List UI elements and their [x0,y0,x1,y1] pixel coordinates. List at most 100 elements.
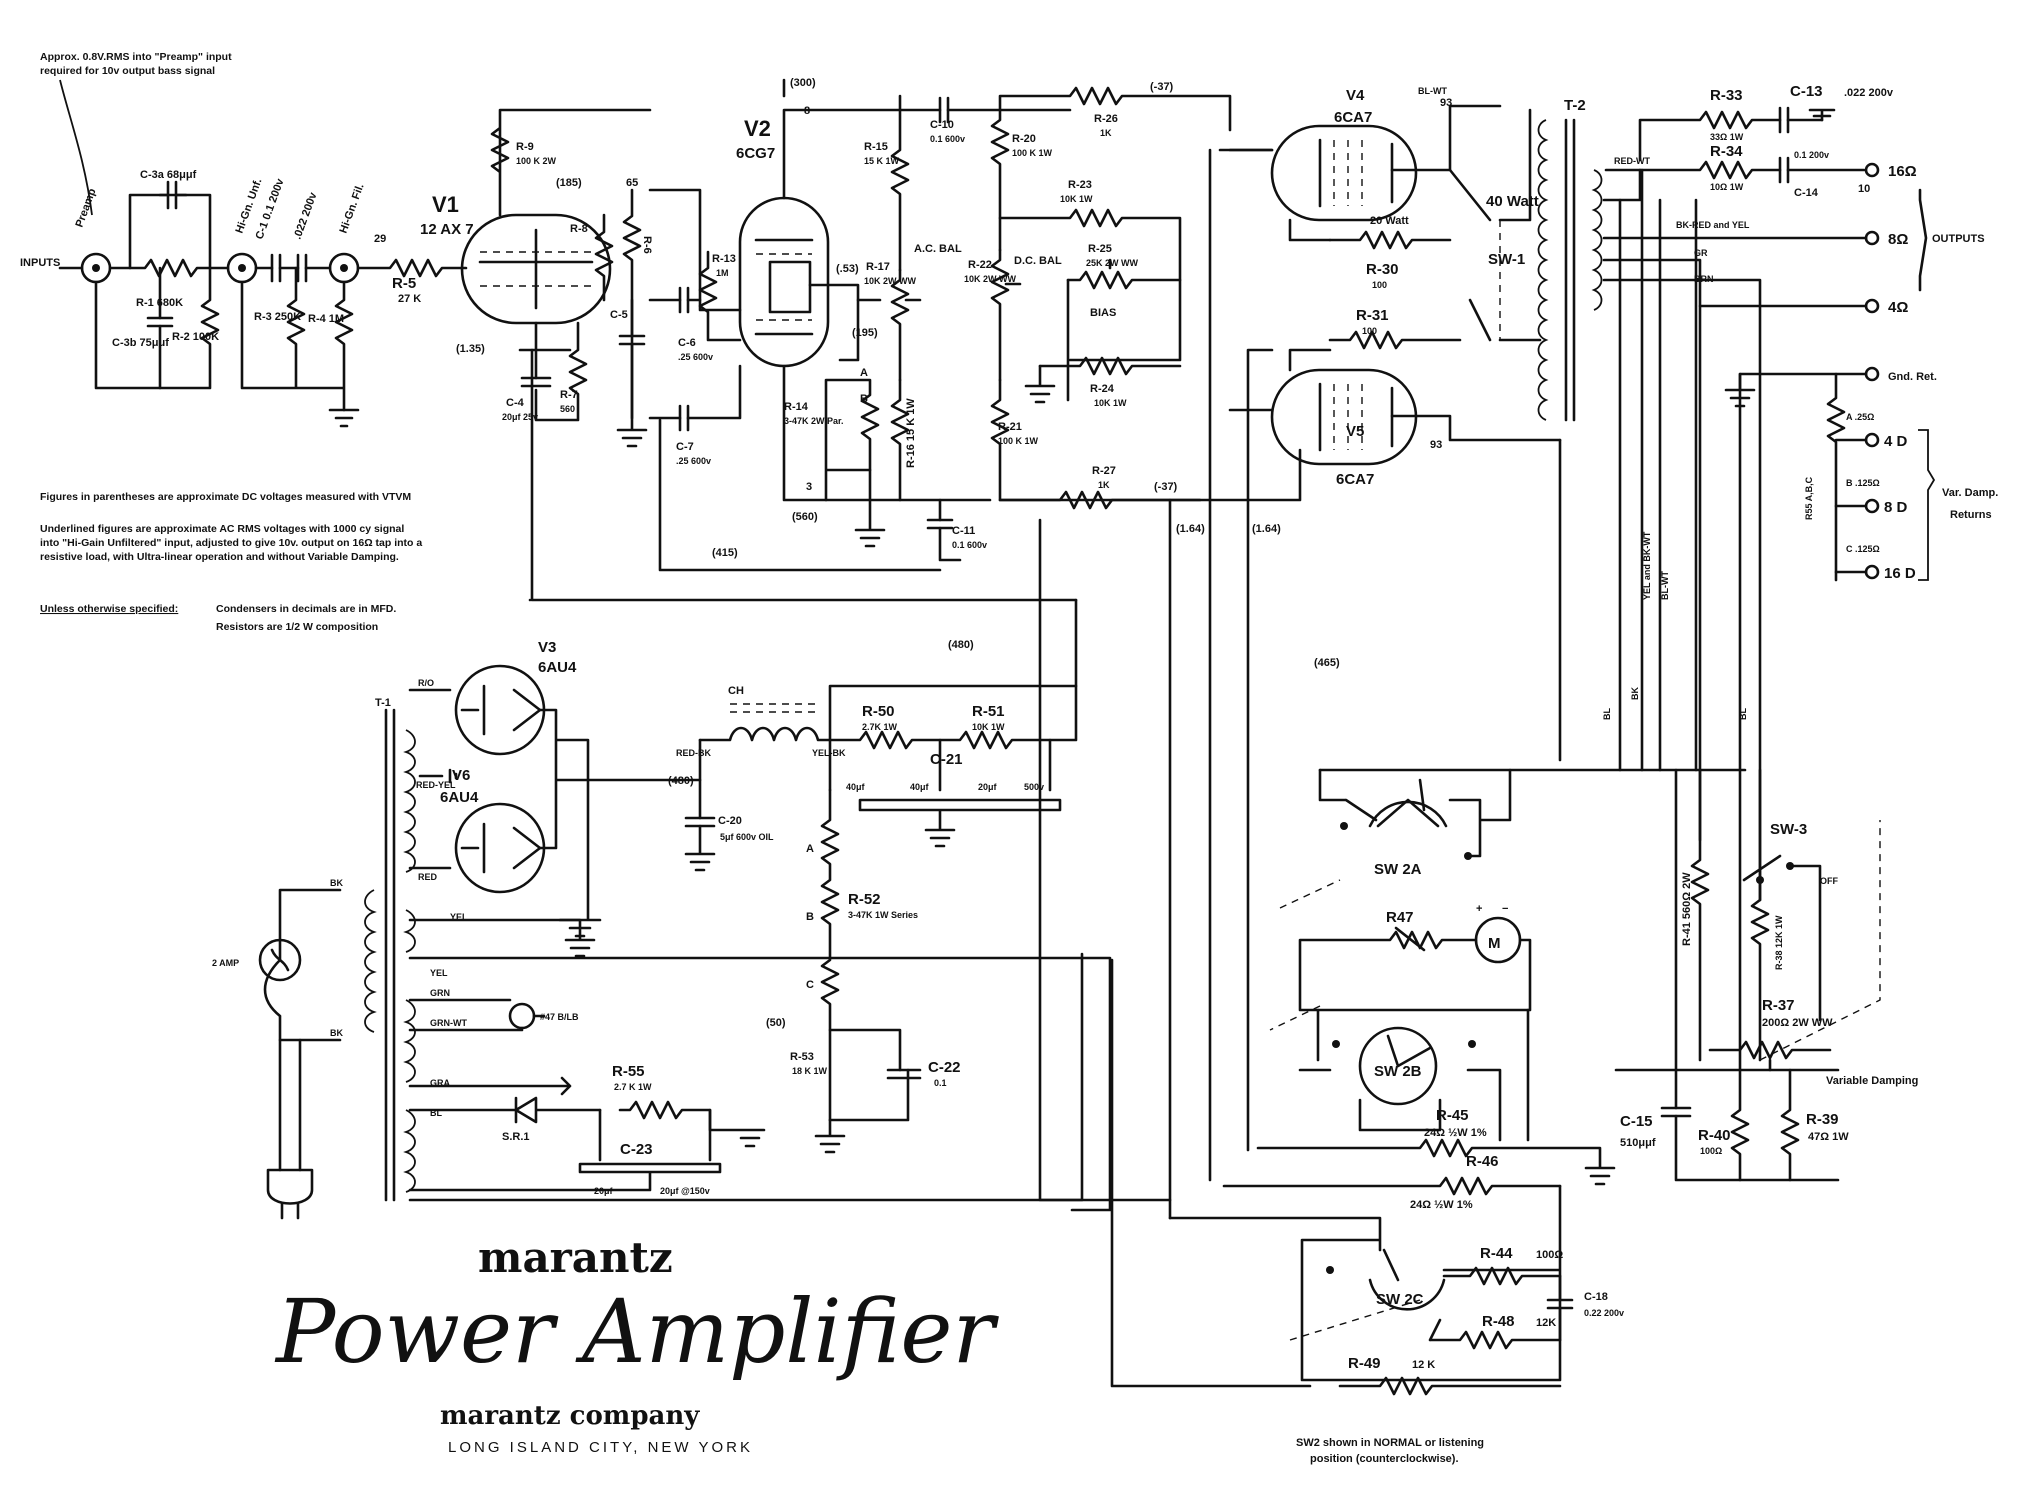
c6-label: C-6 [678,337,696,349]
r15-value: 15 K 1W [864,156,900,166]
r44-value: 100Ω [1536,1249,1563,1261]
r45-value: 24Ω ½W 1% [1424,1127,1487,1139]
r30-label: R-30 [1366,261,1399,278]
v5-type: 6CA7 [1336,471,1374,488]
c11-label: C-11 [952,525,975,537]
sw2b-switch [1358,1026,1438,1106]
voltage-560: (560) [792,511,818,523]
sw2a-label: SW 2A [1374,861,1422,878]
r50-label: R-50 [862,703,895,720]
voltage-53: (.53) [836,263,859,275]
r13-value: 1M [716,268,729,278]
c20-label: C-20 [718,815,742,827]
c11-value: 0.1 600v [952,540,987,550]
c6-value: .25 600v [678,352,713,362]
voltage-65: 65 [626,177,638,189]
voltage-neg-37: (-37) [1154,481,1178,493]
c14-value: 0.1 200v [1794,150,1829,160]
c15-value: 510μμf [1620,1137,1656,1149]
meter-circle [1474,916,1522,964]
r40-label: R-40 [1698,1127,1731,1144]
voltage-195: (195) [852,327,878,339]
r7-value: 560 [560,404,575,414]
var-damp-returns-2: Returns [1950,509,1992,521]
wire-bk-2: BK [330,878,343,888]
r51-label: R-51 [972,703,1005,720]
output-stage: V4 6CA7 V5 6CA7 R-30 100 20 Watt R-31 10… [1228,83,1998,1072]
wire-gra: GRA [430,1078,451,1088]
voltage-10: 10 [1858,183,1870,195]
v4-type: 6CA7 [1334,109,1372,126]
output-4-terminal [1864,298,1880,314]
voltage-465: (465) [1314,657,1340,669]
r31-label: R-31 [1356,307,1389,324]
r47-label: R47 [1386,909,1414,926]
input-sensitivity-note-2: required for 10v output bass signal [40,65,215,77]
c3a-label: C-3a 68μμf [140,169,197,181]
c22-label: C-22 [928,1059,961,1076]
c18-value: 0.22 200v [1584,1308,1624,1318]
product-title: Power Amplifier [274,1280,999,1383]
r6-label: R-6 [641,236,653,254]
v2-tube-envelope [738,196,830,368]
input-section: INPUTS Preamp Hi-Gn. Unf. Hi-Gn. Fil. C-… [20,169,468,428]
ac-voltage-note-1: Underlined figures are approximate AC RM… [40,523,404,535]
voltage-93: 93 [1440,97,1452,109]
r33-value: 33Ω 1W [1710,132,1744,142]
power-supply: T-1 2 AMP BK BK V3 6AU4 V6 6AU4 R/O RED … [212,598,1340,1220]
r49-value: 12 K [1412,1359,1435,1371]
var-damp-returns-1: Var. Damp. [1942,487,1998,499]
r22-value: 10K 2W WW [964,274,1017,284]
sw2b-label: SW 2B [1374,1063,1422,1080]
r23-label: R-23 [1068,179,1092,191]
c4-value: 20μf 25v [502,412,538,422]
wire-b-label: B [860,393,868,405]
wire-red-wt: RED-WT [1614,156,1650,166]
brand-name: marantz [478,1233,673,1282]
rc-label: C .125Ω [1846,544,1880,554]
r15-label: R-15 [864,141,888,153]
wire-r-o: R/O [418,678,434,688]
pilot-lamp [508,1002,536,1030]
v6-label: V6 [452,767,470,784]
damp-4d-terminal [1864,432,1880,448]
r37-label: R-37 [1762,997,1795,1014]
r55-value: 2.7 K 1W [614,1082,652,1092]
dc-voltage-note: Figures in parentheses are approximate D… [40,491,411,503]
preamp-label: Preamp [74,187,99,229]
r34-label: R-34 [1710,143,1743,160]
c22-value: 0.1 [934,1078,947,1088]
wire-bl-ps: BL [430,1108,442,1118]
wire-red-yel: RED-YEL [416,780,456,790]
r3-label: R-3 250K [254,311,301,323]
r39-label: R-39 [1806,1111,1839,1128]
input-sensitivity-note-1: Approx. 0.8V.RMS into "Preamp" input [40,51,232,63]
voltage-1-64-a: (1.64) [1176,523,1205,535]
power-plug [266,1168,314,1205]
fuse-symbol [258,938,302,982]
wire-a-label: A [860,367,868,379]
ac-bal-label: A.C. BAL [914,243,962,255]
unless-note-1: Condensers in decimals are in MFD. [216,603,396,615]
r53-label: R-53 [790,1051,814,1063]
meter-label: M [1488,935,1501,952]
rb-label: B .125Ω [1846,478,1880,488]
unless-note-2: Resistors are 1/2 W composition [216,621,378,633]
voltage-480: (480) [668,775,694,787]
c23a-label: 20μf [594,1186,614,1196]
c5-label: C-5 [610,309,628,321]
damp-16d-label: 16 D [1884,565,1916,582]
wire-yel-bkwt: YEL and BK-WT [1642,531,1652,600]
v4-tube-envelope [1270,124,1418,222]
r5-value: 27 K [398,293,421,305]
output-16-label: 16Ω [1888,163,1917,180]
brand-block: marantz Power Amplifier marantz company … [274,1233,999,1456]
r26-label: R-26 [1094,113,1118,125]
r25-label: R-25 [1088,243,1112,255]
outputs-label: OUTPUTS [1932,233,1985,245]
r17-label: R-17 [866,261,890,273]
r51-value: 10K 1W [972,722,1005,732]
bias-label: BIAS [1090,307,1116,319]
r45-label: R-45 [1436,1107,1469,1124]
r55-label: R-55 [612,1063,645,1080]
